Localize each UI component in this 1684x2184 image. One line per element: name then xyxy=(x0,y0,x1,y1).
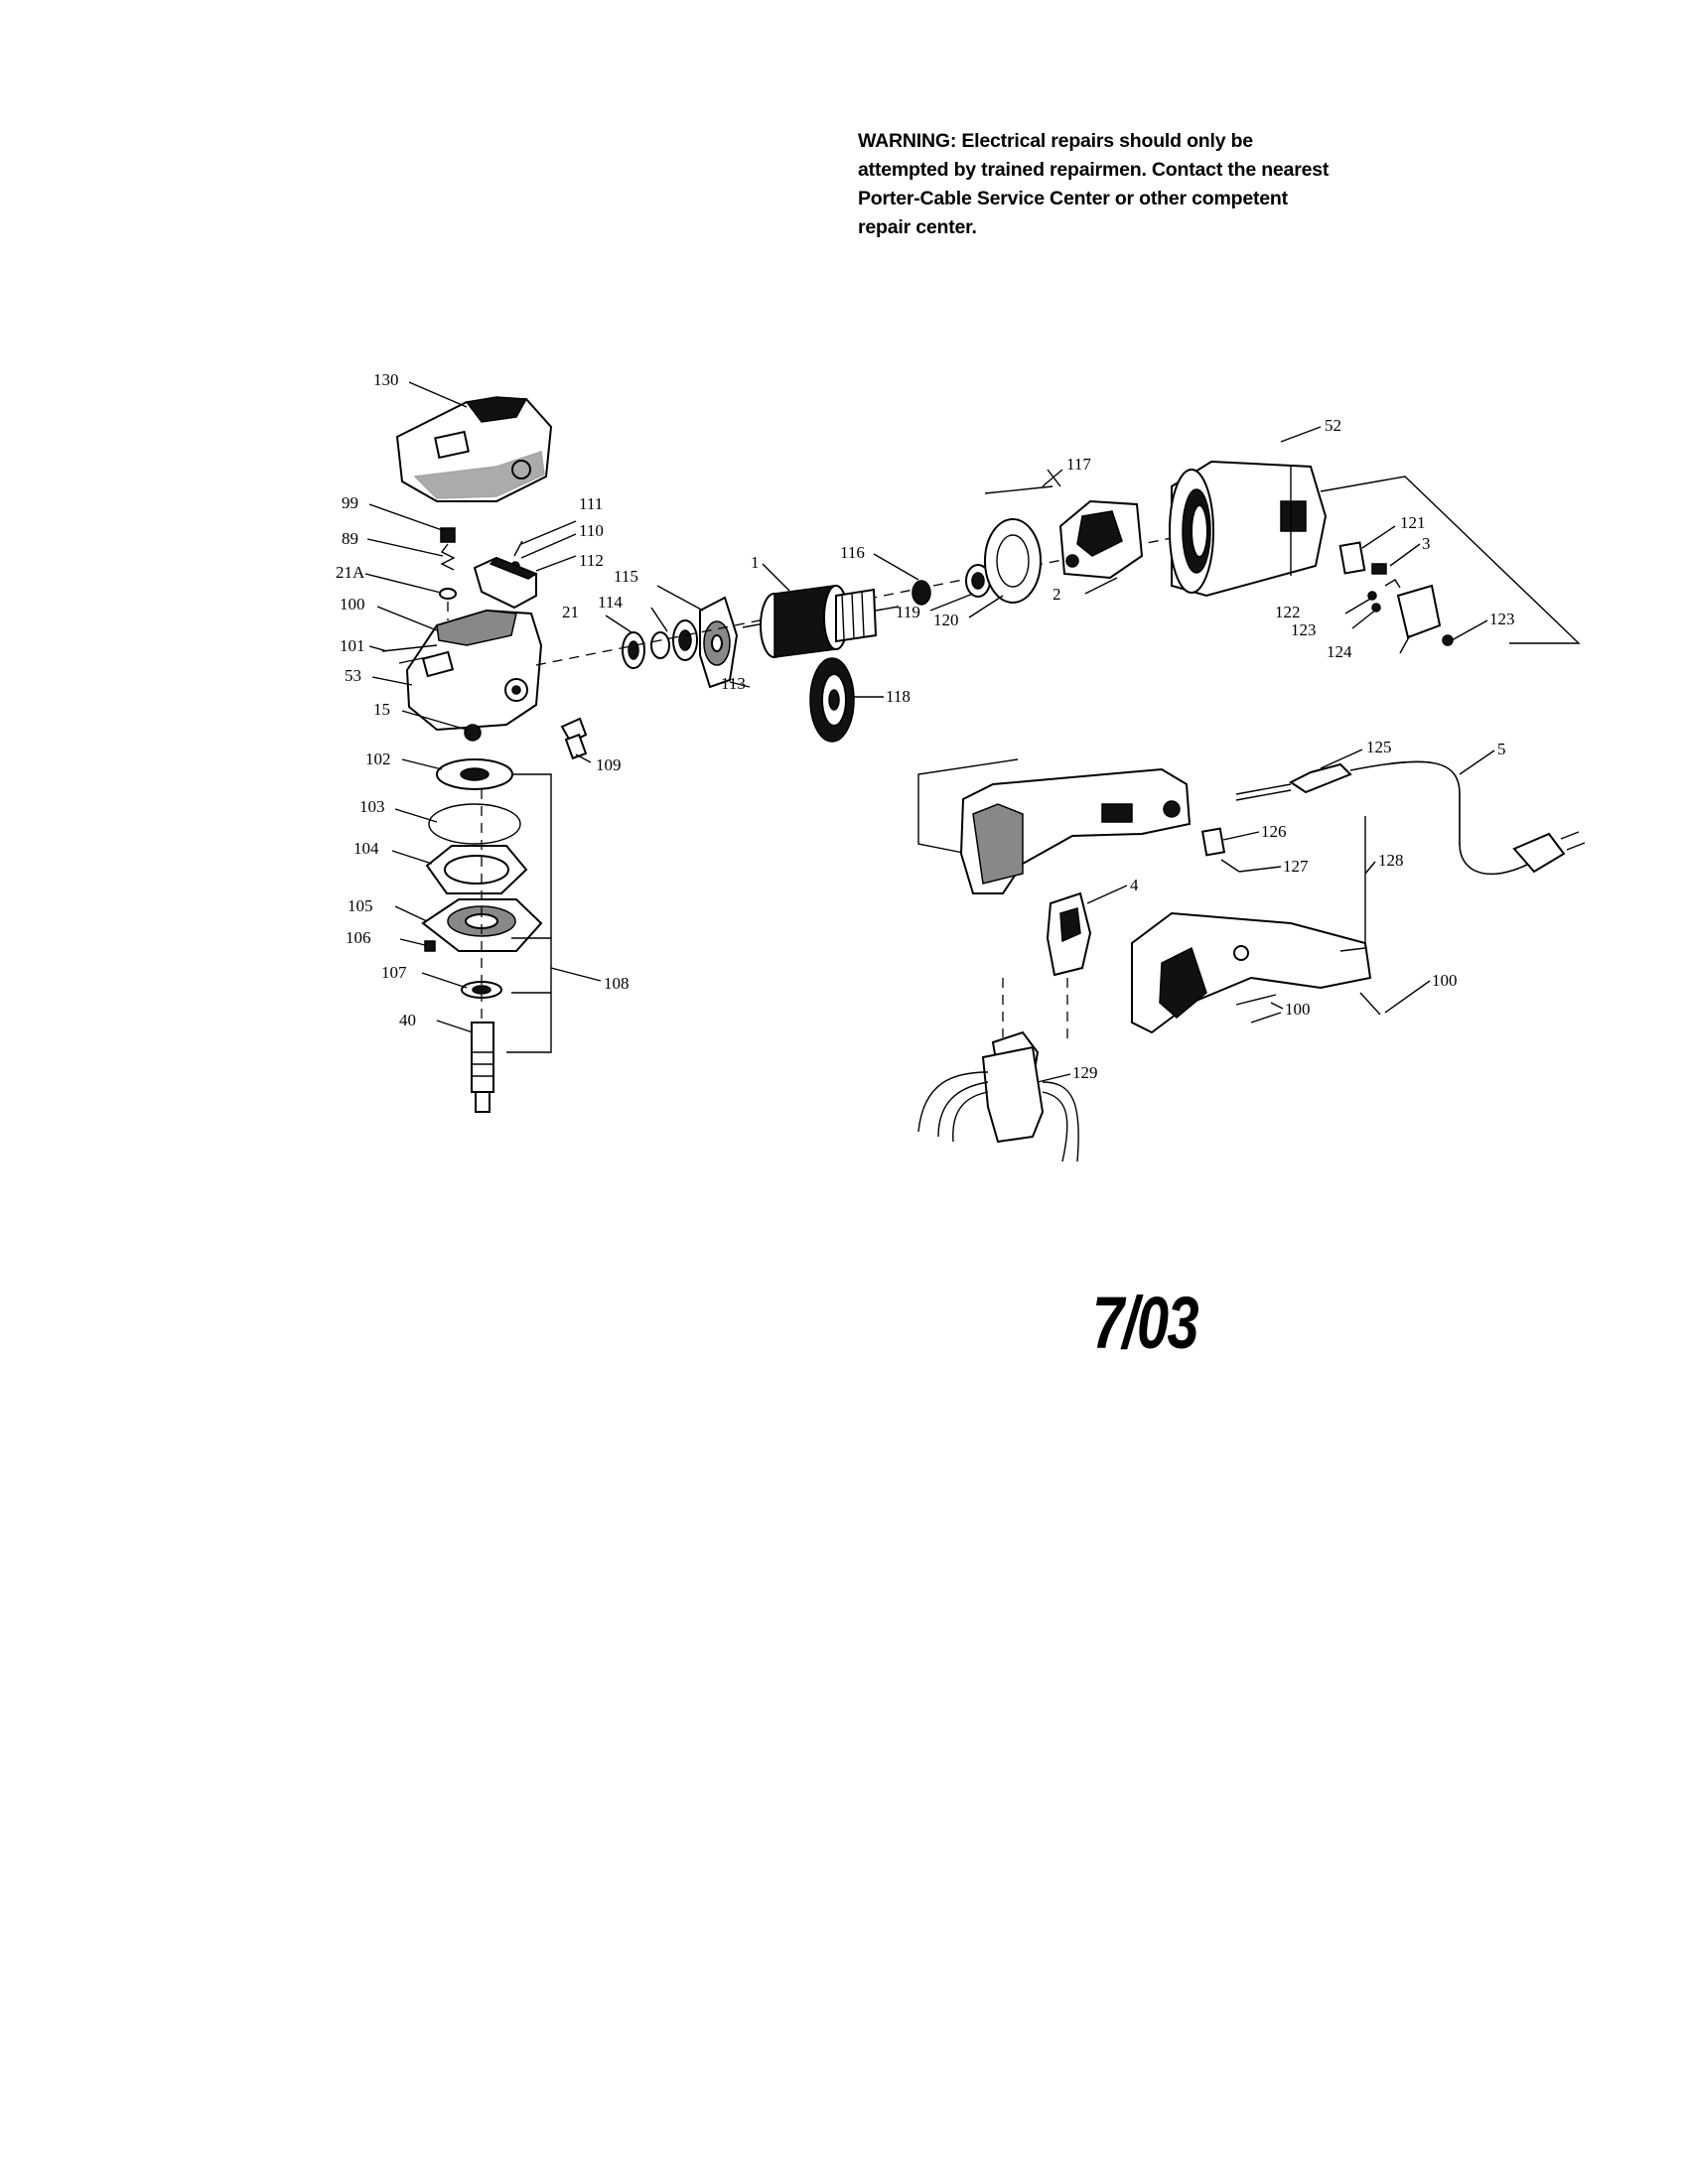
label-5: 5 xyxy=(1497,740,1506,758)
label-2: 2 xyxy=(1052,585,1061,604)
warning-line-1: WARNING: Electrical repairs should only … xyxy=(858,130,1253,152)
part-4-switch xyxy=(1046,891,1092,977)
label-118: 118 xyxy=(886,687,911,706)
part-129-wiring xyxy=(917,978,1079,1162)
label-127: 127 xyxy=(1283,857,1309,876)
label-40: 40 xyxy=(399,1011,416,1029)
cord-assembly xyxy=(1235,760,1586,876)
brush-parts xyxy=(1338,541,1454,646)
label-104: 104 xyxy=(353,839,379,858)
label-102: 102 xyxy=(365,750,391,768)
label-53: 53 xyxy=(345,666,361,685)
screw-100c xyxy=(1250,1012,1282,1024)
label-112: 112 xyxy=(579,551,604,570)
label-52: 52 xyxy=(1325,416,1341,435)
label-101: 101 xyxy=(340,636,365,655)
label-100a: 100 xyxy=(340,595,365,614)
part-53-gear-case xyxy=(381,609,543,732)
label-103: 103 xyxy=(359,797,385,816)
label-116: 116 xyxy=(840,543,865,562)
label-126: 126 xyxy=(1261,822,1287,841)
label-99: 99 xyxy=(342,493,358,512)
label-123b: 123 xyxy=(1489,610,1515,628)
warning-line-4: repair center. xyxy=(858,216,977,238)
label-15: 15 xyxy=(373,700,390,719)
label-105: 105 xyxy=(348,896,373,915)
label-107: 107 xyxy=(381,963,407,982)
label-108: 108 xyxy=(604,974,630,993)
label-110: 110 xyxy=(579,521,604,540)
part-109-screw xyxy=(560,717,588,760)
parts-126-127 xyxy=(1200,827,1240,873)
label-21: 21 xyxy=(562,603,579,621)
leader-lines xyxy=(364,381,1495,1083)
warning-notice: WARNING: Electrical repairs should only … xyxy=(858,127,1414,242)
label-89: 89 xyxy=(342,529,358,548)
label-115: 115 xyxy=(614,567,638,586)
label-106: 106 xyxy=(346,928,371,947)
part-15 xyxy=(464,724,482,742)
label-3: 3 xyxy=(1422,534,1431,553)
bracket-108 xyxy=(506,773,552,1053)
label-21a: 21A xyxy=(336,563,365,582)
label-4: 4 xyxy=(1130,876,1139,894)
label-113: 113 xyxy=(721,674,746,693)
label-124: 124 xyxy=(1327,642,1352,661)
date-code: 7/03 xyxy=(1092,1282,1199,1364)
screw-100b xyxy=(1235,994,1277,1006)
label-122: 122 xyxy=(1275,603,1301,621)
part-112 xyxy=(473,556,538,610)
label-1: 1 xyxy=(751,553,760,572)
label-100c: 100 xyxy=(1285,1000,1311,1019)
label-128: 128 xyxy=(1378,851,1404,870)
pad-assembly xyxy=(421,758,543,1023)
label-111: 111 xyxy=(579,494,603,513)
part-117-screw xyxy=(984,485,1053,494)
part-118-fan xyxy=(809,657,855,743)
part-2-field xyxy=(1058,499,1144,580)
handle-frame xyxy=(917,758,1019,855)
label-123a: 123 xyxy=(1291,620,1317,639)
label-109: 109 xyxy=(596,755,622,774)
part-128-handle-halves xyxy=(959,767,1372,1034)
part-52-motor-housing xyxy=(1169,460,1328,598)
part-1-armature xyxy=(742,585,900,658)
housing-frame xyxy=(1320,476,1581,644)
part-130-cover xyxy=(395,396,553,502)
warning-line-3: Porter-Cable Service Center or other com… xyxy=(858,188,1288,209)
warning-line-2: attempted by trained repairmen. Contact … xyxy=(858,159,1330,181)
label-100b: 100 xyxy=(1432,971,1458,990)
label-129: 129 xyxy=(1072,1063,1098,1082)
part-labels: 130 99 89 21A 100 101 53 15 102 103 104 … xyxy=(336,370,1515,1082)
parts-116-119-120 xyxy=(912,518,1042,606)
label-120: 120 xyxy=(933,611,959,629)
part-40-spindle xyxy=(471,1022,494,1113)
label-114: 114 xyxy=(598,593,623,612)
bearing-group-113 xyxy=(622,596,739,689)
label-119: 119 xyxy=(896,603,920,621)
label-121: 121 xyxy=(1400,513,1426,532)
label-117: 117 xyxy=(1066,455,1091,474)
label-130: 130 xyxy=(373,370,399,389)
label-125: 125 xyxy=(1366,738,1392,756)
